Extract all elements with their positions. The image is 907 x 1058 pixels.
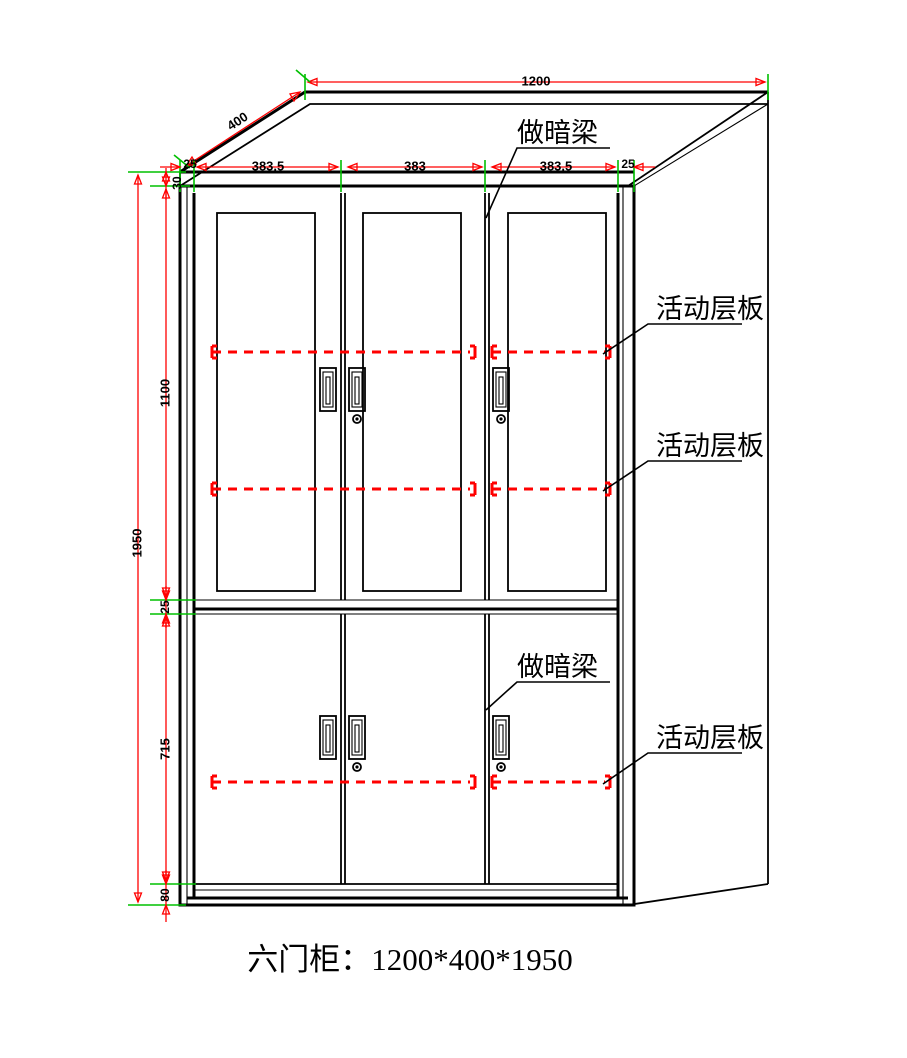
dim-lower-height: 715 [157,738,172,760]
handle-lower-middle [348,715,366,772]
dim-door-left: 383,5 [252,158,285,173]
dim-top-thickness: 30 [170,176,184,190]
shelf-lower-1 [210,774,612,790]
dim-door-right: 383,5 [540,158,573,173]
lower-handles-group [319,715,510,772]
annotation-beam-lower: 做暗梁 [485,652,610,711]
dim-door-middle: 383 [404,158,426,173]
dim-mid-divider: 25 [158,600,172,614]
handle-upper-left [319,367,337,412]
handle-upper-middle [348,367,366,424]
annotation-beam-lower-label: 做暗梁 [517,652,598,682]
annotation-shelf-2-label: 活动层板 [656,431,764,461]
cabinet-front-frame [178,184,636,907]
annotation-beam-top-label: 做暗梁 [517,118,598,148]
annotations-group: 做暗梁 活动层板 活动层板 做暗梁 活动层板 [485,118,764,785]
handle-lower-left [319,715,337,760]
upper-door-3-panel [507,212,607,592]
dimensions-left: 1950 30 1100 25 715 80 [128,168,196,922]
handle-upper-right [492,367,510,424]
cabinet-geometry [178,90,769,907]
lock-lower-middle [352,762,362,772]
annotation-shelf-3: 活动层板 [602,723,764,785]
dim-upper-height: 1100 [157,379,172,407]
upper-door-1-panel [216,212,316,592]
lock-lower-right [496,762,506,772]
lower-doors-group [340,614,490,884]
dimensions-top: 1200 400 383,5 383 [160,69,769,192]
shelf-upper-1 [210,344,612,360]
annotation-beam-top: 做暗梁 [485,118,610,219]
shelf-upper-2 [210,481,612,497]
annotation-shelf-1: 活动层板 [602,294,764,355]
dim-base-height: 80 [158,888,172,902]
cabinet-right-side-panel [627,92,769,906]
lock-upper-right [496,414,506,424]
annotation-shelf-1-label: 活动层板 [656,294,764,324]
mid-divider [194,599,618,615]
dim-overall-width: 1200 [522,73,551,88]
upper-door-2-panel [362,212,462,592]
shelves-group [210,344,612,790]
upper-handles-group [319,367,510,424]
dim-side-right: 25 [621,157,635,171]
drawing-title: 六门柜：1200*400*1950 [247,942,573,977]
upper-doors-group [216,193,607,600]
cabinet-base [187,883,628,900]
annotation-shelf-3-label: 活动层板 [656,723,764,753]
handle-lower-right [492,715,510,772]
lock-upper-middle [352,414,362,424]
dim-side-left: 25 [183,157,197,171]
annotation-shelf-2: 活动层板 [602,431,764,492]
dim-overall-height: 1950 [129,529,144,558]
